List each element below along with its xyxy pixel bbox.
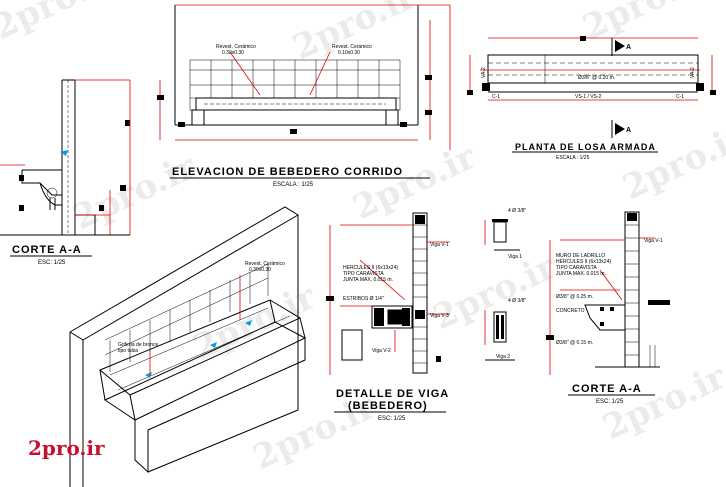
- watermark-text: 2pro.ir: [347, 136, 483, 228]
- elev-tile-label-right: Revest. Cerámico: [332, 44, 372, 50]
- iso-faucet-type: tipo tulsa: [118, 348, 138, 354]
- plan-view: A A Ø3/8" @ 0.20 m. VS-1 / VS-2 VA-2 VA-…: [467, 36, 716, 161]
- section-right-wall: MURO DE LADRILLO: [556, 253, 605, 259]
- beam-sec1: Viga 1: [508, 254, 522, 260]
- plan-right-beam: VA-2: [690, 67, 696, 78]
- elev-tile-dim-left: 0.30x0.30: [222, 50, 244, 56]
- beam-label-va3: Viga V-3: [430, 313, 449, 319]
- beam-detail-scale: ESC: 1/25: [378, 416, 406, 422]
- plan-left-beam: VA-2: [481, 67, 487, 78]
- plan-rebar: Ø3/8" @ 0.20 m.: [578, 75, 615, 81]
- plan-section-mark-top: A: [626, 44, 632, 51]
- section-right-scale: ESC: 1/25: [596, 399, 624, 405]
- section-right-concrete: CONCRETO: [556, 308, 585, 314]
- section-right-wall2: HERCULES II (6x13x24): [556, 259, 611, 265]
- iso-tile-label: Revest. Cerámico: [245, 261, 285, 267]
- beam-note2: TIPO CARAVISTA: [343, 271, 384, 277]
- beam-label-va2: Viga V-2: [372, 348, 391, 354]
- beam-detail: Viga V-1 Viga V-3 Viga V-2 HERCULES II (…: [326, 208, 526, 422]
- section-right-rebar1: Ø3/8" @ 0.25 m.: [556, 294, 593, 300]
- beam-stirrup: ESTRIBOS Ø 1/4": [343, 296, 384, 302]
- elevation-scale: ESCALA : 1/25: [273, 182, 314, 188]
- plan-section-mark-bottom: A: [626, 127, 632, 134]
- section-left-scale: ESC: 1/25: [38, 260, 66, 266]
- brick-courses: [413, 224, 427, 364]
- watermark-text: 2pro.ir: [67, 146, 203, 238]
- iso-tile-grid: [104, 263, 269, 372]
- section-right-title: CORTE A-A: [572, 383, 642, 395]
- iso-tile-dim: 0.30x0.30: [249, 267, 271, 273]
- beam-note3: JUNTA MAX. 0.015 m.: [343, 277, 393, 283]
- elev-tile-dim-right: 0.10x0.30: [338, 50, 360, 56]
- section-right: Viga V-1 MURO DE LADRILLO HERCULES II (6…: [546, 211, 670, 405]
- beam-label-va1: Viga V-1: [430, 242, 449, 248]
- plan-beam-label: VS-1 / VS-2: [575, 94, 602, 100]
- iso-faucet-label: Grifería de bronce: [118, 342, 159, 348]
- plan-left-col: C-1: [492, 94, 500, 100]
- watermark-text: 2pro.ir: [617, 116, 726, 208]
- elevation-view: Revest. Cerámico 0.30x0.30 Revest. Cerám…: [157, 4, 451, 188]
- beam-rebar-bot: 4 Ø 3/8": [508, 298, 526, 304]
- plan-right-col: C-1: [676, 94, 684, 100]
- watermark-logo: 2pro.ir: [28, 436, 105, 460]
- isometric-view: Revest. Cerámico 0.30x0.30 Grifería de b…: [69, 206, 307, 487]
- section-left: CORTE A-A ESC: 1/25: [0, 79, 131, 266]
- beam-rebar-top: 4 Ø 3/8": [508, 208, 526, 214]
- tile-grid: [190, 60, 400, 99]
- watermark-text: 2pro.ir: [577, 0, 713, 48]
- plan-scale: ESCALA : 1/25: [556, 155, 590, 161]
- watermark-text: 2pro.ir: [187, 276, 323, 368]
- plan-title: PLANTA DE LOSA ARMADA: [515, 142, 656, 152]
- section-right-v1: Viga V-1: [644, 238, 663, 244]
- elev-tile-label-left: Revest. Cerámico: [216, 44, 256, 50]
- section-right-wall4: JUNTA MAX. 0.015 m.: [556, 271, 606, 277]
- beam-detail-subtitle: (BEBEDERO): [348, 400, 428, 412]
- beam-detail-title: DETALLE DE VIGA: [336, 388, 449, 400]
- logo-text: 2pro.ir: [28, 436, 105, 460]
- section-right-rebar2: Ø3/8" @ 0.15 m.: [556, 340, 593, 346]
- watermark-text: 2pro.ir: [0, 0, 123, 48]
- watermark-text: 2pro.ir: [287, 0, 423, 68]
- watermark-text: 2pro.ir: [427, 246, 563, 338]
- beam-sec2: Viga 2: [496, 354, 510, 360]
- beam-note1: HERCULES II (6x13x24): [343, 265, 398, 271]
- elevation-title: ELEVACION DE BEBEDERO CORRIDO: [172, 166, 403, 178]
- section-left-title: CORTE A-A: [12, 244, 82, 256]
- section-right-wall3: TIPO CARAVISTA: [556, 265, 597, 271]
- brick-courses-right: [625, 224, 639, 356]
